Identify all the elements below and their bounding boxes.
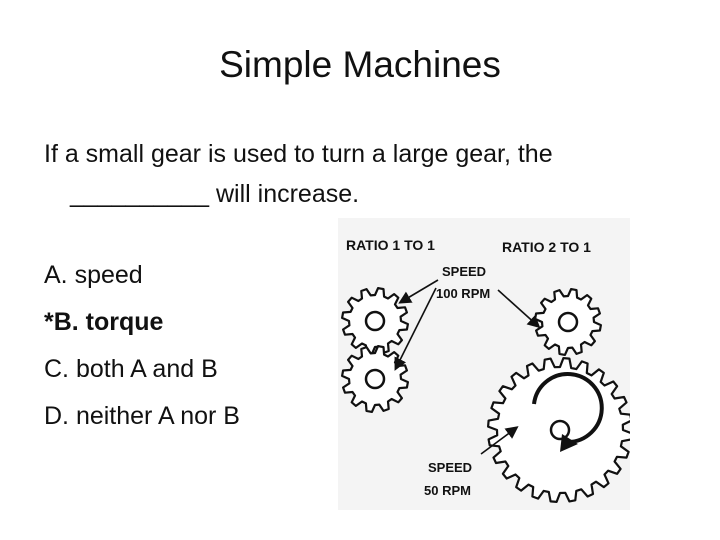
- arrow-to-large-gear: [480, 426, 519, 455]
- ratio-1-to-1-label: RATIO 1 TO 1: [346, 237, 435, 253]
- question-line-2: __________ will increase.: [70, 180, 360, 208]
- gears-layer: [341, 287, 630, 503]
- answer-b: *B. torque: [44, 308, 164, 336]
- ratio-2-to-1-label: RATIO 2 TO 1: [502, 239, 591, 255]
- question-line-1: If a small gear is used to turn a large …: [44, 140, 553, 168]
- question-text: If a small gear is used to turn a large …: [44, 134, 684, 214]
- gear-ratio-figure: RATIO 1 TO 1 RATIO 2 TO 1 SPEED 100 RPM …: [338, 218, 630, 510]
- speed-top-label: SPEED: [442, 264, 486, 279]
- small-gear-upper-left: [341, 287, 409, 355]
- large-gear: [487, 357, 630, 503]
- answer-list: A. speed *B. torque C. both A and B D. n…: [44, 252, 240, 440]
- small-gear-right: [534, 288, 602, 356]
- arrow-to-right-small-gear: [497, 289, 541, 329]
- slide-title: Simple Machines: [219, 44, 501, 85]
- speed-bottom-value: 50 RPM: [424, 483, 471, 498]
- answer-d: D. neither A nor B: [44, 402, 240, 430]
- speed-bottom-label: SPEED: [428, 460, 472, 475]
- speed-top-value: 100 RPM: [436, 286, 490, 301]
- rotation-arrow-icon: [560, 434, 578, 452]
- arrow-to-upper-small-gear: [398, 279, 439, 304]
- small-gear-lower-left: [341, 345, 409, 413]
- rotation-arc: [532, 372, 604, 444]
- arrow-to-lower-small-gear: [394, 287, 437, 371]
- small-gear-lower-left-hub: [364, 368, 386, 390]
- large-gear-hub: [549, 419, 571, 441]
- answer-a: A. speed: [44, 261, 143, 289]
- answer-c: C. both A and B: [44, 355, 218, 383]
- small-gear-right-hub: [557, 311, 579, 333]
- small-gear-upper-left-hub: [364, 310, 386, 332]
